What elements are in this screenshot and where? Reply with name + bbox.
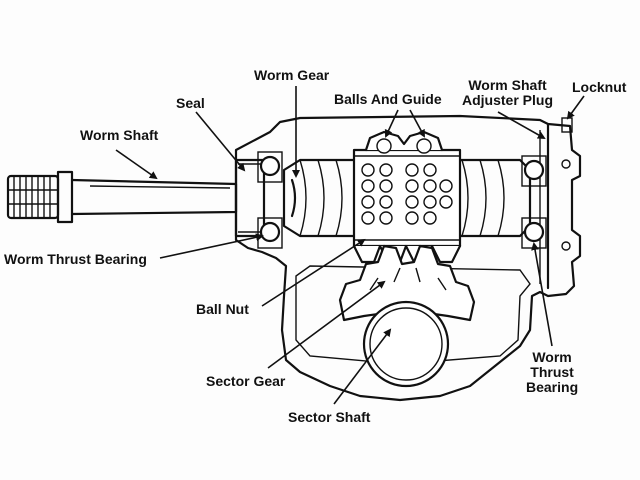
label-worm-thrust-bearing-right: Worm Thrust Bearing bbox=[526, 350, 578, 395]
label-locknut: Locknut bbox=[572, 79, 627, 95]
leader-lines bbox=[115, 86, 585, 405]
balls bbox=[361, 163, 453, 225]
label-sector-shaft: Sector Shaft bbox=[288, 409, 371, 425]
label-worm-shaft: Worm Shaft bbox=[80, 127, 159, 143]
ball-nut bbox=[352, 148, 462, 264]
label-worm-shaft-adjuster-plug: Worm Shaft Adjuster Plug bbox=[462, 78, 553, 108]
sector-shaft bbox=[362, 300, 450, 388]
label-balls-and-guide: Balls And Guide bbox=[334, 91, 442, 107]
worm-thrust-bearing-left bbox=[257, 151, 283, 249]
label-sector-gear: Sector Gear bbox=[206, 373, 286, 389]
label-seal: Seal bbox=[176, 95, 205, 111]
label-worm-thrust-bearing-left: Worm Thrust Bearing bbox=[4, 251, 147, 267]
label-worm-shaft-adjuster-plug-line1: Worm Shaft bbox=[468, 77, 547, 93]
label-worm-thrust-bearing-right-line2: Thrust bbox=[530, 364, 574, 380]
label-worm-thrust-bearing-right-line3: Bearing bbox=[526, 379, 579, 395]
label-worm-shaft-adjuster-plug-line2: Adjuster Plug bbox=[462, 92, 554, 108]
ball-guide bbox=[364, 130, 444, 154]
label-worm-gear: Worm Gear bbox=[254, 67, 330, 83]
worm-shaft bbox=[6, 158, 266, 238]
label-worm-thrust-bearing-right-line1: Worm bbox=[532, 349, 572, 365]
worm-thrust-bearing-right bbox=[521, 155, 547, 249]
label-ball-nut: Ball Nut bbox=[196, 301, 249, 317]
